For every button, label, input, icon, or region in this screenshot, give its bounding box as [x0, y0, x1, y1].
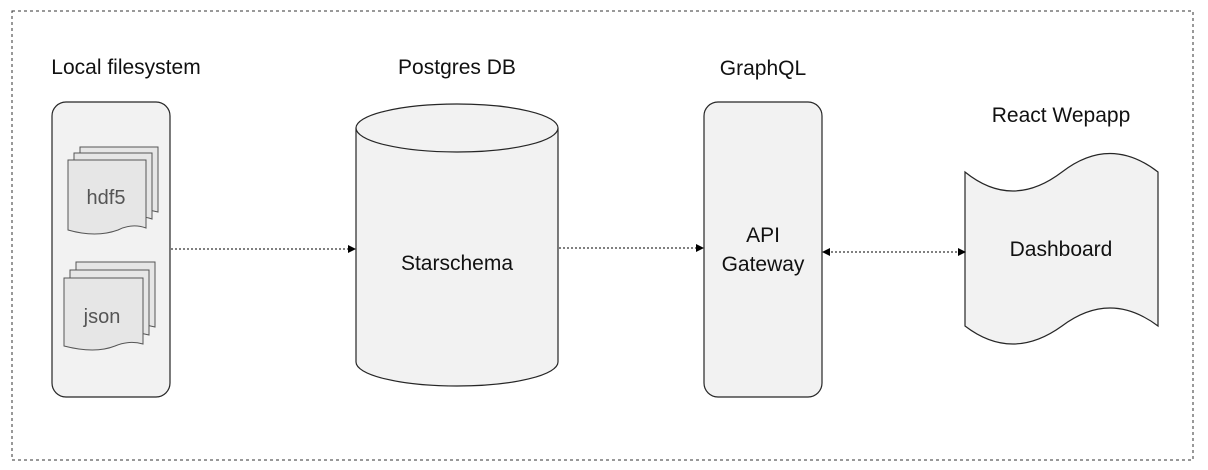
json-file-stack-icon	[63, 261, 156, 351]
json-file-label: json	[83, 306, 121, 328]
postgres-cylinder	[355, 103, 559, 387]
react-webapp-heading: React Wepapp	[991, 104, 1131, 127]
api-gateway-label-line1: API	[746, 224, 780, 247]
postgres-heading: Postgres DB	[398, 56, 516, 79]
local-filesystem-heading: Local filesystem	[51, 56, 201, 79]
dashboard-shape	[964, 153, 1159, 345]
starschema-label: Starschema	[400, 252, 514, 275]
dashboard-label: Dashboard	[1009, 238, 1113, 261]
api-gateway-label-line2: Gateway	[721, 253, 805, 276]
graphql-heading: GraphQL	[719, 57, 807, 80]
api-gateway-box	[703, 101, 823, 398]
local-filesystem-box	[51, 101, 171, 398]
hdf5-file-stack-icon	[67, 146, 159, 235]
diagram-frame	[11, 10, 1194, 461]
hdf5-file-label: hdf5	[86, 187, 126, 209]
